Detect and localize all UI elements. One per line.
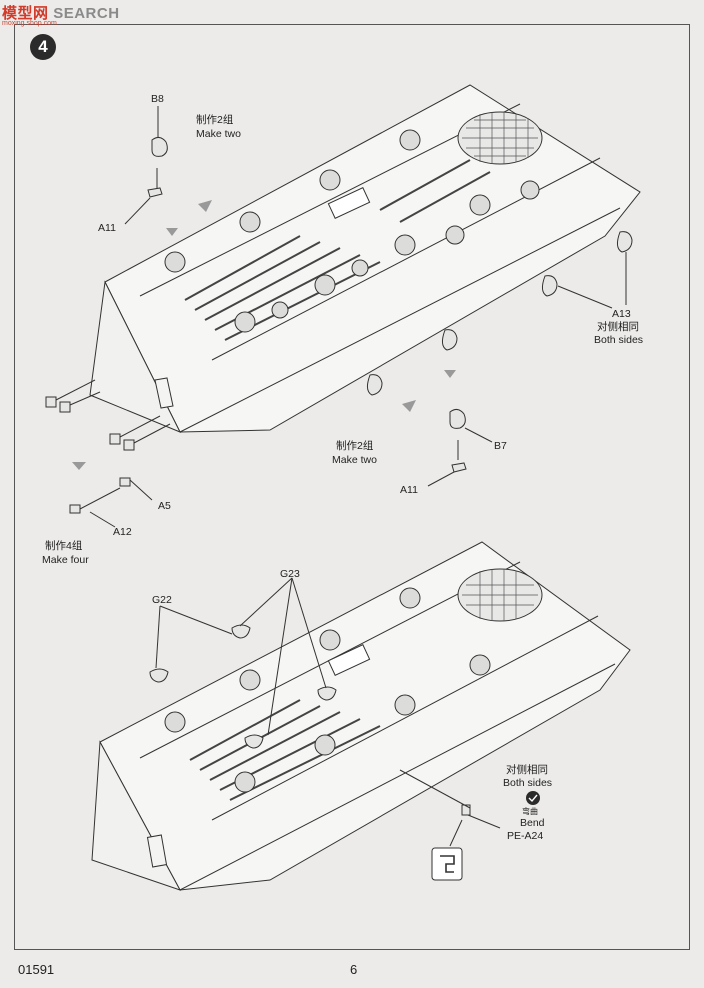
label-pe-a24: PE-A24 xyxy=(507,830,544,842)
label-both-sides-bottom-en: Both sides xyxy=(503,777,553,789)
label-both-sides-bottom-cn: 对侧相同 xyxy=(506,764,548,776)
label-both-sides-top-en: Both sides xyxy=(594,334,644,346)
label-make-four-en: Make four xyxy=(42,554,89,566)
label-a5: A5 xyxy=(158,500,171,512)
watermark: 模型网 SEARCH xyxy=(2,2,120,23)
page-frame xyxy=(14,24,690,950)
label-make-two-top-en: Make two xyxy=(196,128,241,140)
label-make-two-top-cn: 制作2组 xyxy=(196,114,234,126)
label-make-two-mid-en: Make two xyxy=(332,454,377,466)
label-make-two-mid-cn: 制作2组 xyxy=(336,440,374,452)
footer-product-code: 01591 xyxy=(18,962,55,977)
label-b8: B8 xyxy=(151,93,164,105)
label-a12: A12 xyxy=(113,526,132,538)
bottom-hull-drawing xyxy=(91,541,631,891)
label-a11-mid: A11 xyxy=(400,484,418,496)
label-both-sides-top-cn: 对侧相同 xyxy=(597,321,639,333)
label-g23: G23 xyxy=(280,568,300,580)
footer-page-number: 6 xyxy=(350,962,358,977)
label-a13: A13 xyxy=(612,308,631,320)
label-bend-en: Bend xyxy=(520,817,545,829)
label-a11-top: A11 xyxy=(98,222,116,234)
label-make-four-cn: 制作4组 xyxy=(45,540,83,552)
watermark-cn: 模型网 xyxy=(2,5,49,22)
label-g22: G22 xyxy=(152,594,172,606)
watermark-url: moxing.shop.com xyxy=(2,20,57,27)
label-b7: B7 xyxy=(494,440,507,452)
label-bend-cn: 弯曲 xyxy=(522,807,538,816)
top-hull-drawing xyxy=(45,84,641,528)
step-number-badge: 4 xyxy=(30,34,56,60)
watermark-en: SEARCH xyxy=(53,5,120,22)
